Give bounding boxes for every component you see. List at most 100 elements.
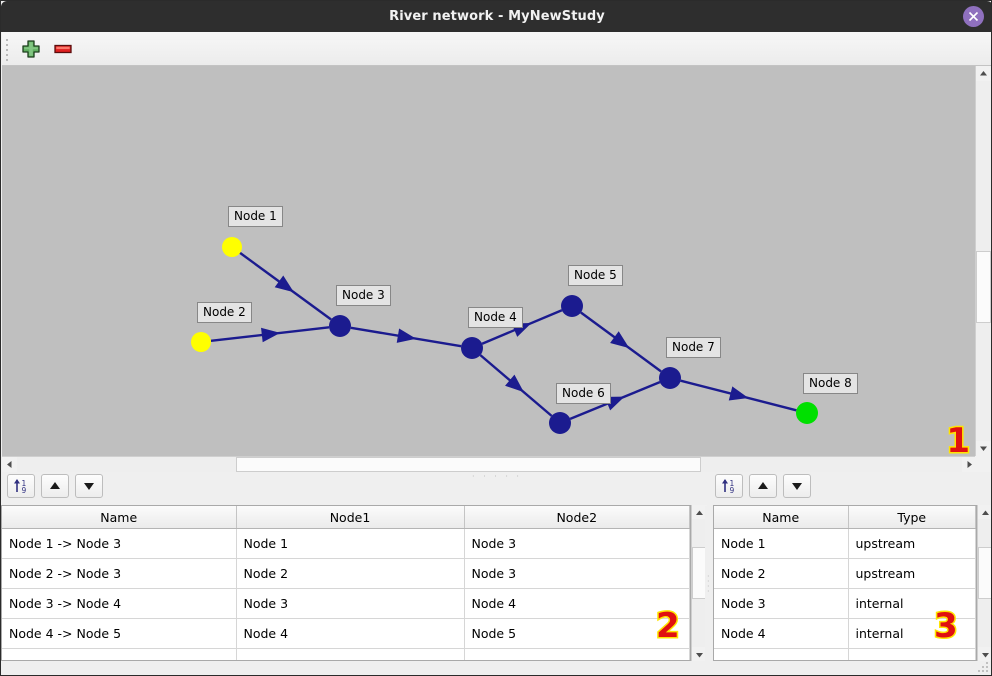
graph-node[interactable] [461, 337, 483, 359]
table-cell[interactable]: Node 2 [714, 558, 849, 589]
table-cell[interactable]: Node 3 -> Node 4 [2, 588, 237, 619]
table-cell[interactable]: Node 1 [714, 528, 849, 559]
links-scroll-up-icon[interactable] [692, 505, 707, 519]
svg-text:1: 1 [22, 479, 27, 488]
table-cell[interactable]: Node 4 [464, 588, 690, 619]
table-cell[interactable]: Node 1 -> Node 3 [2, 528, 237, 559]
nodes-move-down-icon[interactable] [783, 474, 811, 498]
table-cell[interactable]: Node 3 [464, 528, 690, 559]
table-cell[interactable] [848, 648, 976, 660]
table-cell[interactable]: internal [848, 588, 976, 619]
table-row[interactable] [714, 648, 976, 660]
toolbar-grip[interactable] [6, 39, 10, 61]
table-cell[interactable]: Node 4 [714, 618, 849, 649]
svg-text:9: 9 [22, 486, 27, 495]
river-network-graph[interactable]: Node 1 Node 2 Node 3 Node 4 Node 5 Node 6 Node… [2, 66, 991, 456]
graph-node[interactable] [191, 332, 211, 352]
graph-node[interactable] [659, 367, 681, 389]
window-title: River network - MyNewStudy [389, 9, 605, 24]
graph-edges-layer [191, 237, 818, 434]
graph-node-label[interactable]: Node 8 [803, 373, 858, 394]
table-cell[interactable]: Node 5 [464, 618, 690, 649]
graph-node-label[interactable]: Node 6 [556, 383, 611, 404]
graph-node-label[interactable]: Node 4 [468, 307, 523, 328]
annotation-marker-2: 2 [655, 606, 682, 646]
table-cell[interactable]: Node 3 [714, 588, 849, 619]
graph-vscroll-thumb[interactable] [976, 251, 991, 323]
table-cell[interactable]: Node 3 [236, 588, 465, 619]
close-icon[interactable] [963, 6, 984, 27]
table-cell[interactable]: Node 1 [236, 528, 465, 559]
splitter-grip-dots: ···· [707, 571, 710, 596]
links-move-up-icon[interactable] [41, 474, 69, 498]
window-resize-grip[interactable] [978, 662, 988, 672]
table-cell[interactable]: Node 3 [464, 558, 690, 589]
column-header[interactable]: Node2 [464, 506, 690, 529]
column-header[interactable]: Node1 [236, 506, 465, 529]
table-cell[interactable] [236, 648, 465, 660]
nodes-sort-icon[interactable]: 1 9 [715, 474, 743, 498]
column-header[interactable]: Type [848, 506, 976, 529]
table-cell[interactable]: upstream [848, 528, 976, 559]
links-scroll-down-icon[interactable] [692, 647, 707, 661]
green-plus-icon[interactable] [20, 38, 44, 60]
table-cell[interactable]: Node 4 -> Node 5 [2, 618, 237, 649]
graph-edge-arrow-icon [610, 331, 630, 349]
column-header[interactable]: Name [714, 506, 849, 529]
nodes-move-up-icon[interactable] [749, 474, 777, 498]
graph-edge-arrow-icon [505, 374, 524, 393]
nodes-scroll-up-icon[interactable] [978, 505, 991, 519]
table-cell[interactable]: Node 2 -> Node 3 [2, 558, 237, 589]
nodes-scroll-thumb[interactable] [978, 547, 991, 599]
scroll-up-icon[interactable] [976, 66, 991, 81]
horizontal-splitter[interactable]: · · · · · [2, 472, 991, 481]
table-row[interactable] [2, 648, 690, 660]
graph-node-label[interactable]: Node 3 [336, 285, 391, 306]
links-sort-icon[interactable]: 1 9 [7, 474, 35, 498]
table-cell[interactable] [2, 648, 237, 660]
graph-node[interactable] [222, 237, 242, 257]
scroll-right-icon[interactable] [962, 457, 977, 472]
graph-node-label[interactable]: Node 5 [568, 265, 623, 286]
nodes-scroll-down-icon[interactable] [978, 647, 991, 661]
scroll-down-icon[interactable] [976, 441, 991, 456]
annotation-marker-3: 3 [933, 606, 960, 646]
graph-hscroll-thumb[interactable] [236, 457, 701, 472]
table-cell[interactable]: Node 4 [236, 618, 465, 649]
graph-node[interactable] [561, 295, 583, 317]
vertical-splitter[interactable]: ···· [705, 506, 713, 661]
table-cell[interactable] [464, 648, 690, 660]
links-table-toolbar: 1 9 [7, 474, 307, 500]
main-toolbar [2, 32, 991, 66]
graph-node[interactable] [549, 412, 571, 434]
nodes-table-scrollbar[interactable] [977, 505, 991, 661]
graph-node-label[interactable]: Node 7 [666, 337, 721, 358]
table-cell[interactable]: upstream [848, 558, 976, 589]
column-header[interactable]: Name [2, 506, 237, 529]
links-move-down-icon[interactable] [75, 474, 103, 498]
graph-vertical-scrollbar[interactable] [975, 66, 991, 456]
table-cell[interactable]: Node 2 [236, 558, 465, 589]
table-cell[interactable]: internal [848, 618, 976, 649]
graph-node[interactable] [796, 402, 818, 424]
graph-horizontal-scrollbar[interactable] [2, 456, 977, 472]
svg-text:1: 1 [730, 479, 735, 488]
graph-node-label[interactable]: Node 2 [197, 302, 252, 323]
red-rectangle-icon[interactable] [52, 38, 76, 60]
scroll-left-icon[interactable] [2, 457, 17, 472]
table-cell[interactable] [714, 648, 849, 660]
graph-node-label[interactable]: Node 1 [228, 206, 283, 227]
graph-node[interactable] [329, 315, 351, 337]
